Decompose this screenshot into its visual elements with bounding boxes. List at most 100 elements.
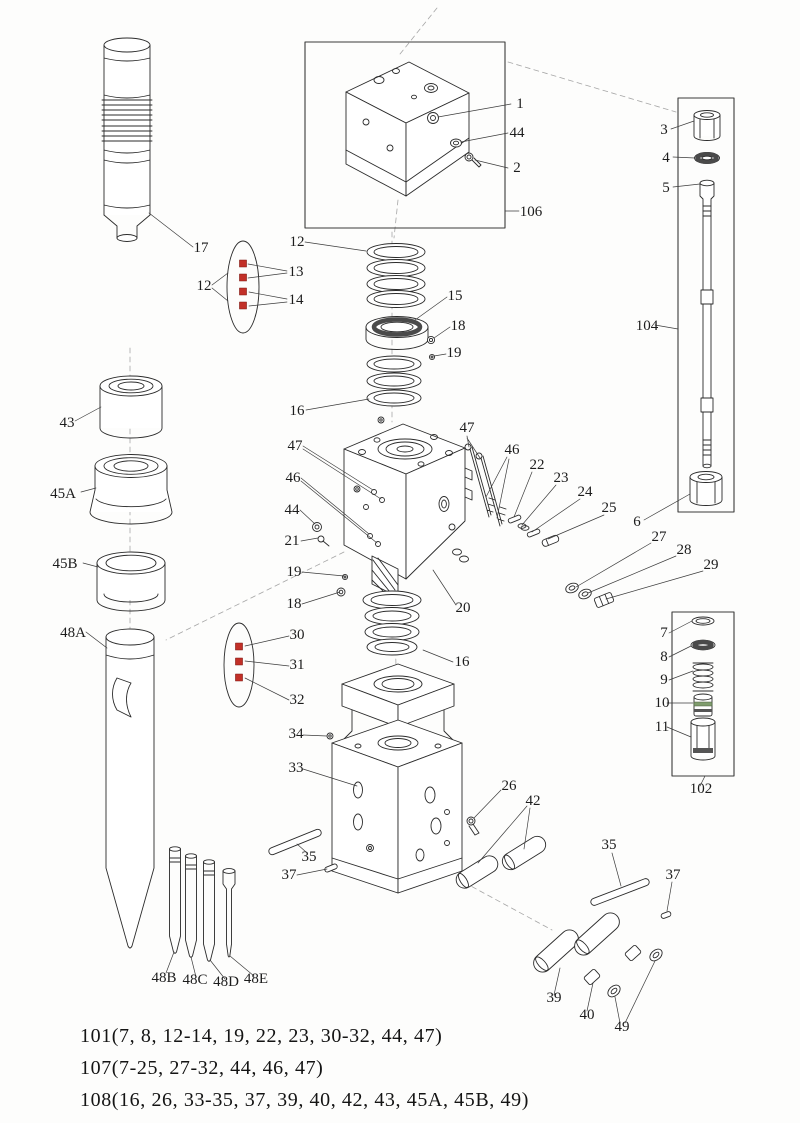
part-44-oring-side bbox=[312, 522, 322, 532]
label-module-104: 104 bbox=[636, 318, 659, 334]
part-44-oring-top bbox=[450, 138, 462, 148]
label-part-47-left: 47 bbox=[288, 438, 304, 454]
label-part-48D: 48D bbox=[213, 974, 239, 990]
part-48D-pin bbox=[203, 859, 215, 962]
label-part-39: 39 bbox=[547, 990, 562, 1006]
seal-marker bbox=[239, 301, 247, 310]
label-part-35-right: 35 bbox=[602, 837, 617, 853]
label-part-9: 9 bbox=[660, 672, 668, 688]
seal-marker bbox=[235, 642, 243, 651]
part-45B-ring-bushing bbox=[96, 551, 166, 612]
module-102-check-valve bbox=[671, 611, 735, 777]
label-part-12-callout: 12 bbox=[197, 278, 212, 294]
seal-marker bbox=[239, 273, 247, 282]
seal-marker bbox=[235, 657, 243, 666]
label-part-26: 26 bbox=[502, 778, 518, 794]
label-part-45B: 45B bbox=[52, 556, 77, 572]
label-part-44-top: 44 bbox=[510, 125, 526, 141]
label-part-14: 14 bbox=[289, 292, 305, 308]
label-part-48A: 48A bbox=[60, 625, 86, 641]
label-part-30: 30 bbox=[290, 627, 305, 643]
parts-27-29-plug-group bbox=[452, 548, 615, 608]
seal-marker bbox=[235, 673, 243, 682]
label-part-28: 28 bbox=[677, 542, 692, 558]
label-part-18-upper: 18 bbox=[451, 318, 466, 334]
label-part-2: 2 bbox=[513, 160, 521, 176]
part-5-long-bolt bbox=[699, 179, 715, 469]
part-15-seal-ring bbox=[365, 316, 429, 350]
label-part-48E: 48E bbox=[244, 971, 268, 987]
part-48E-pin bbox=[222, 868, 236, 958]
module-106-valve-body bbox=[304, 41, 506, 229]
label-part-37-left: 37 bbox=[282, 867, 298, 883]
part-49-orings bbox=[607, 948, 663, 998]
label-part-45A: 45A bbox=[50, 486, 76, 502]
part-48C-pin bbox=[185, 853, 197, 958]
diagram-drawing bbox=[74, 37, 735, 1024]
seal-kit-notes: 101(7, 8, 12-14, 19, 22, 23, 30-32, 44, … bbox=[80, 1020, 529, 1116]
label-part-43: 43 bbox=[60, 415, 75, 431]
part-37-pin-right bbox=[660, 911, 672, 919]
label-part-8: 8 bbox=[660, 649, 668, 665]
part-43-ring-bushing bbox=[99, 375, 163, 439]
seal-group-callout-upper bbox=[226, 240, 260, 334]
label-part-25: 25 bbox=[602, 500, 617, 516]
part-2-plug bbox=[464, 152, 482, 168]
label-part-17: 17 bbox=[194, 240, 210, 256]
part-39-rod-pins bbox=[533, 912, 620, 973]
part-4-washer bbox=[694, 151, 720, 165]
label-part-31: 31 bbox=[290, 657, 305, 673]
module-104-through-bolt bbox=[677, 97, 735, 513]
label-part-4: 4 bbox=[662, 150, 670, 166]
label-part-13: 13 bbox=[289, 264, 304, 280]
label-part-22: 22 bbox=[530, 457, 545, 473]
label-part-37-right: 37 bbox=[666, 867, 682, 883]
label-part-21: 21 bbox=[285, 533, 300, 549]
part-37-pin-left bbox=[324, 863, 338, 873]
label-part-15: 15 bbox=[448, 288, 463, 304]
label-part-44-side: 44 bbox=[285, 502, 301, 518]
label-part-23: 23 bbox=[554, 470, 569, 486]
part-26-bolt bbox=[466, 816, 480, 836]
part-48A-chisel bbox=[105, 628, 155, 949]
part-12-o-rings bbox=[366, 243, 426, 308]
part-19-nut-upper bbox=[428, 353, 436, 361]
part-35-pin-right bbox=[590, 878, 650, 906]
label-part-16-lower: 16 bbox=[455, 654, 471, 670]
part-48B-pin bbox=[169, 846, 181, 954]
label-part-32: 32 bbox=[290, 692, 305, 708]
part-19-nut-side bbox=[341, 573, 349, 581]
label-module-102: 102 bbox=[690, 781, 713, 797]
part-1-valve-body bbox=[345, 61, 470, 197]
leader-lines bbox=[74, 103, 706, 1024]
part-17-tool-pin bbox=[101, 37, 153, 242]
part-6-nut bbox=[689, 471, 723, 506]
label-part-27: 27 bbox=[652, 529, 668, 545]
part-3-nut bbox=[693, 110, 721, 141]
part-16-rings-lower bbox=[362, 590, 422, 656]
part-47-46-bolts bbox=[464, 443, 507, 527]
label-part-40: 40 bbox=[580, 1007, 595, 1023]
label-part-34: 34 bbox=[289, 726, 305, 742]
label-part-5: 5 bbox=[662, 180, 670, 196]
label-part-48C: 48C bbox=[182, 972, 207, 988]
label-part-7: 7 bbox=[660, 625, 668, 641]
label-part-33: 33 bbox=[289, 760, 304, 776]
label-part-47-right: 47 bbox=[460, 420, 476, 436]
part-33-front-head bbox=[331, 663, 463, 894]
part-7-oring bbox=[691, 616, 715, 626]
label-part-24: 24 bbox=[578, 484, 594, 500]
part-45A-thrust-bushing bbox=[89, 454, 173, 525]
label-part-42: 42 bbox=[526, 793, 541, 809]
part-labels: 1 44 2 106 17 3 4 5 104 6 12 12 13 14 15… bbox=[50, 96, 718, 1035]
part-8-seal bbox=[690, 639, 716, 651]
part-20-cylinder bbox=[343, 423, 473, 598]
label-part-12-top: 12 bbox=[290, 234, 305, 250]
label-part-46-left: 46 bbox=[286, 470, 302, 486]
label-part-1: 1 bbox=[516, 96, 524, 112]
part-35-pin-left bbox=[268, 828, 322, 856]
label-part-19-upper: 19 bbox=[447, 345, 462, 361]
part-16-rings-upper bbox=[366, 355, 422, 424]
seal-marker bbox=[239, 287, 247, 296]
